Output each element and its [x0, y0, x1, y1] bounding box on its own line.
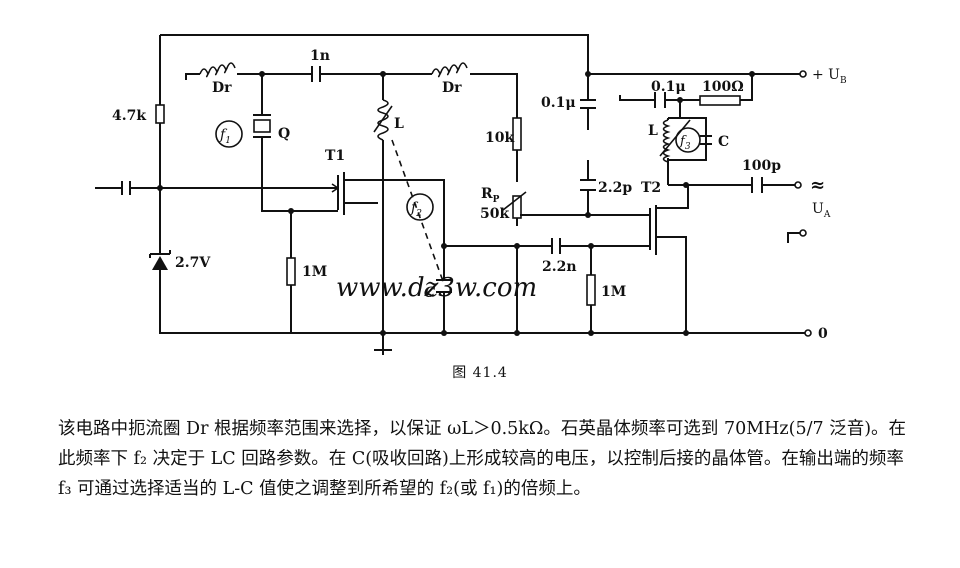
resistor-1m-a: [286, 257, 296, 286]
capacitor-100p: [751, 177, 763, 193]
label-c-var: C: [424, 285, 435, 301]
label-ua: UA: [812, 201, 831, 220]
label-2-2n: 2.2n: [542, 259, 577, 275]
label-l2: L: [648, 123, 658, 139]
tank-coil-l: [662, 119, 671, 163]
label-1m-a: 1M: [302, 264, 327, 280]
label-100p: 100p: [742, 158, 781, 174]
resistor-4-7k: [155, 104, 165, 124]
tank-coil-arrow: [659, 119, 691, 157]
label-1m-b: 1M: [601, 284, 626, 300]
label-l1: L: [394, 116, 404, 132]
label-1n: 1n: [310, 48, 330, 64]
f2-circle: [406, 193, 434, 221]
label-ub: + UB: [812, 67, 847, 86]
crystal-q: [253, 114, 271, 142]
capacitor-2-2n: [551, 238, 561, 254]
label-f1: f1: [219, 127, 231, 146]
figure-caption: 图 41.4: [452, 365, 508, 381]
choke-dr1: [199, 62, 236, 78]
label-2-2p: 2.2p: [598, 180, 632, 196]
label-q: Q: [278, 126, 290, 142]
zener-diode: [149, 250, 171, 270]
label-10k: 10k: [485, 130, 514, 146]
circuit-schematic: 4.7k Dr Dr 1n f1 Q T1 L f2 2.7V 1M C 0.1…: [95, 34, 847, 355]
capacitor-2-2p: [580, 179, 596, 191]
label-t2: T2: [641, 180, 661, 196]
tuning-dashed-link: [391, 139, 445, 285]
f1-circle: [215, 120, 243, 148]
capacitor-1n: [311, 66, 321, 82]
resistor-100-ohm: [699, 95, 741, 106]
capacitor-0-1u-b: [654, 92, 666, 108]
tank-capacitor: [700, 135, 712, 145]
label-4-7k: 4.7k: [112, 108, 146, 124]
coil-arrow: [373, 105, 393, 133]
label-f3: f3: [679, 134, 691, 152]
capacitor-c-variable: [436, 279, 452, 293]
resistor-10k: [512, 117, 522, 151]
label-rp: RP: [481, 186, 500, 205]
label-zener: 2.7V: [175, 255, 211, 271]
resistor-1m-b: [586, 274, 596, 306]
label-f2: f2: [410, 200, 422, 219]
label-zero: 0: [818, 326, 828, 342]
label-t1: T1: [325, 148, 345, 164]
rp-arrow: [502, 191, 527, 211]
t1-transistor: [331, 183, 339, 193]
label-100-ohm: 100Ω: [702, 79, 744, 95]
label-50k: 50k: [480, 206, 509, 222]
junction-dots: [157, 71, 755, 336]
terminals: [794, 70, 812, 337]
capacitor-0-1u-a: [580, 99, 596, 109]
label-dr1: Dr: [212, 80, 232, 96]
potentiometer-rp: [512, 195, 522, 219]
label-0-1u-b: 0.1μ: [651, 79, 686, 95]
choke-dr2: [431, 62, 468, 78]
label-dr2: Dr: [442, 80, 462, 96]
label-tilde: ≈: [810, 175, 825, 196]
description-text: 该电路中扼流圈 Dr 根据频率范围来选择，以保证 ωL＞0.5kΩ。石英晶体频率…: [58, 414, 918, 504]
description-paragraph: 该电路中扼流圈 Dr 根据频率范围来选择，以保证 ωL＞0.5kΩ。石英晶体频率…: [58, 419, 907, 499]
input-capacitor: [121, 181, 131, 195]
label-0-1u-a: 0.1μ: [541, 95, 576, 111]
label-c2: C: [718, 134, 729, 150]
watermark: www.dz3w.com: [336, 273, 537, 303]
f3-circle: [675, 127, 701, 153]
